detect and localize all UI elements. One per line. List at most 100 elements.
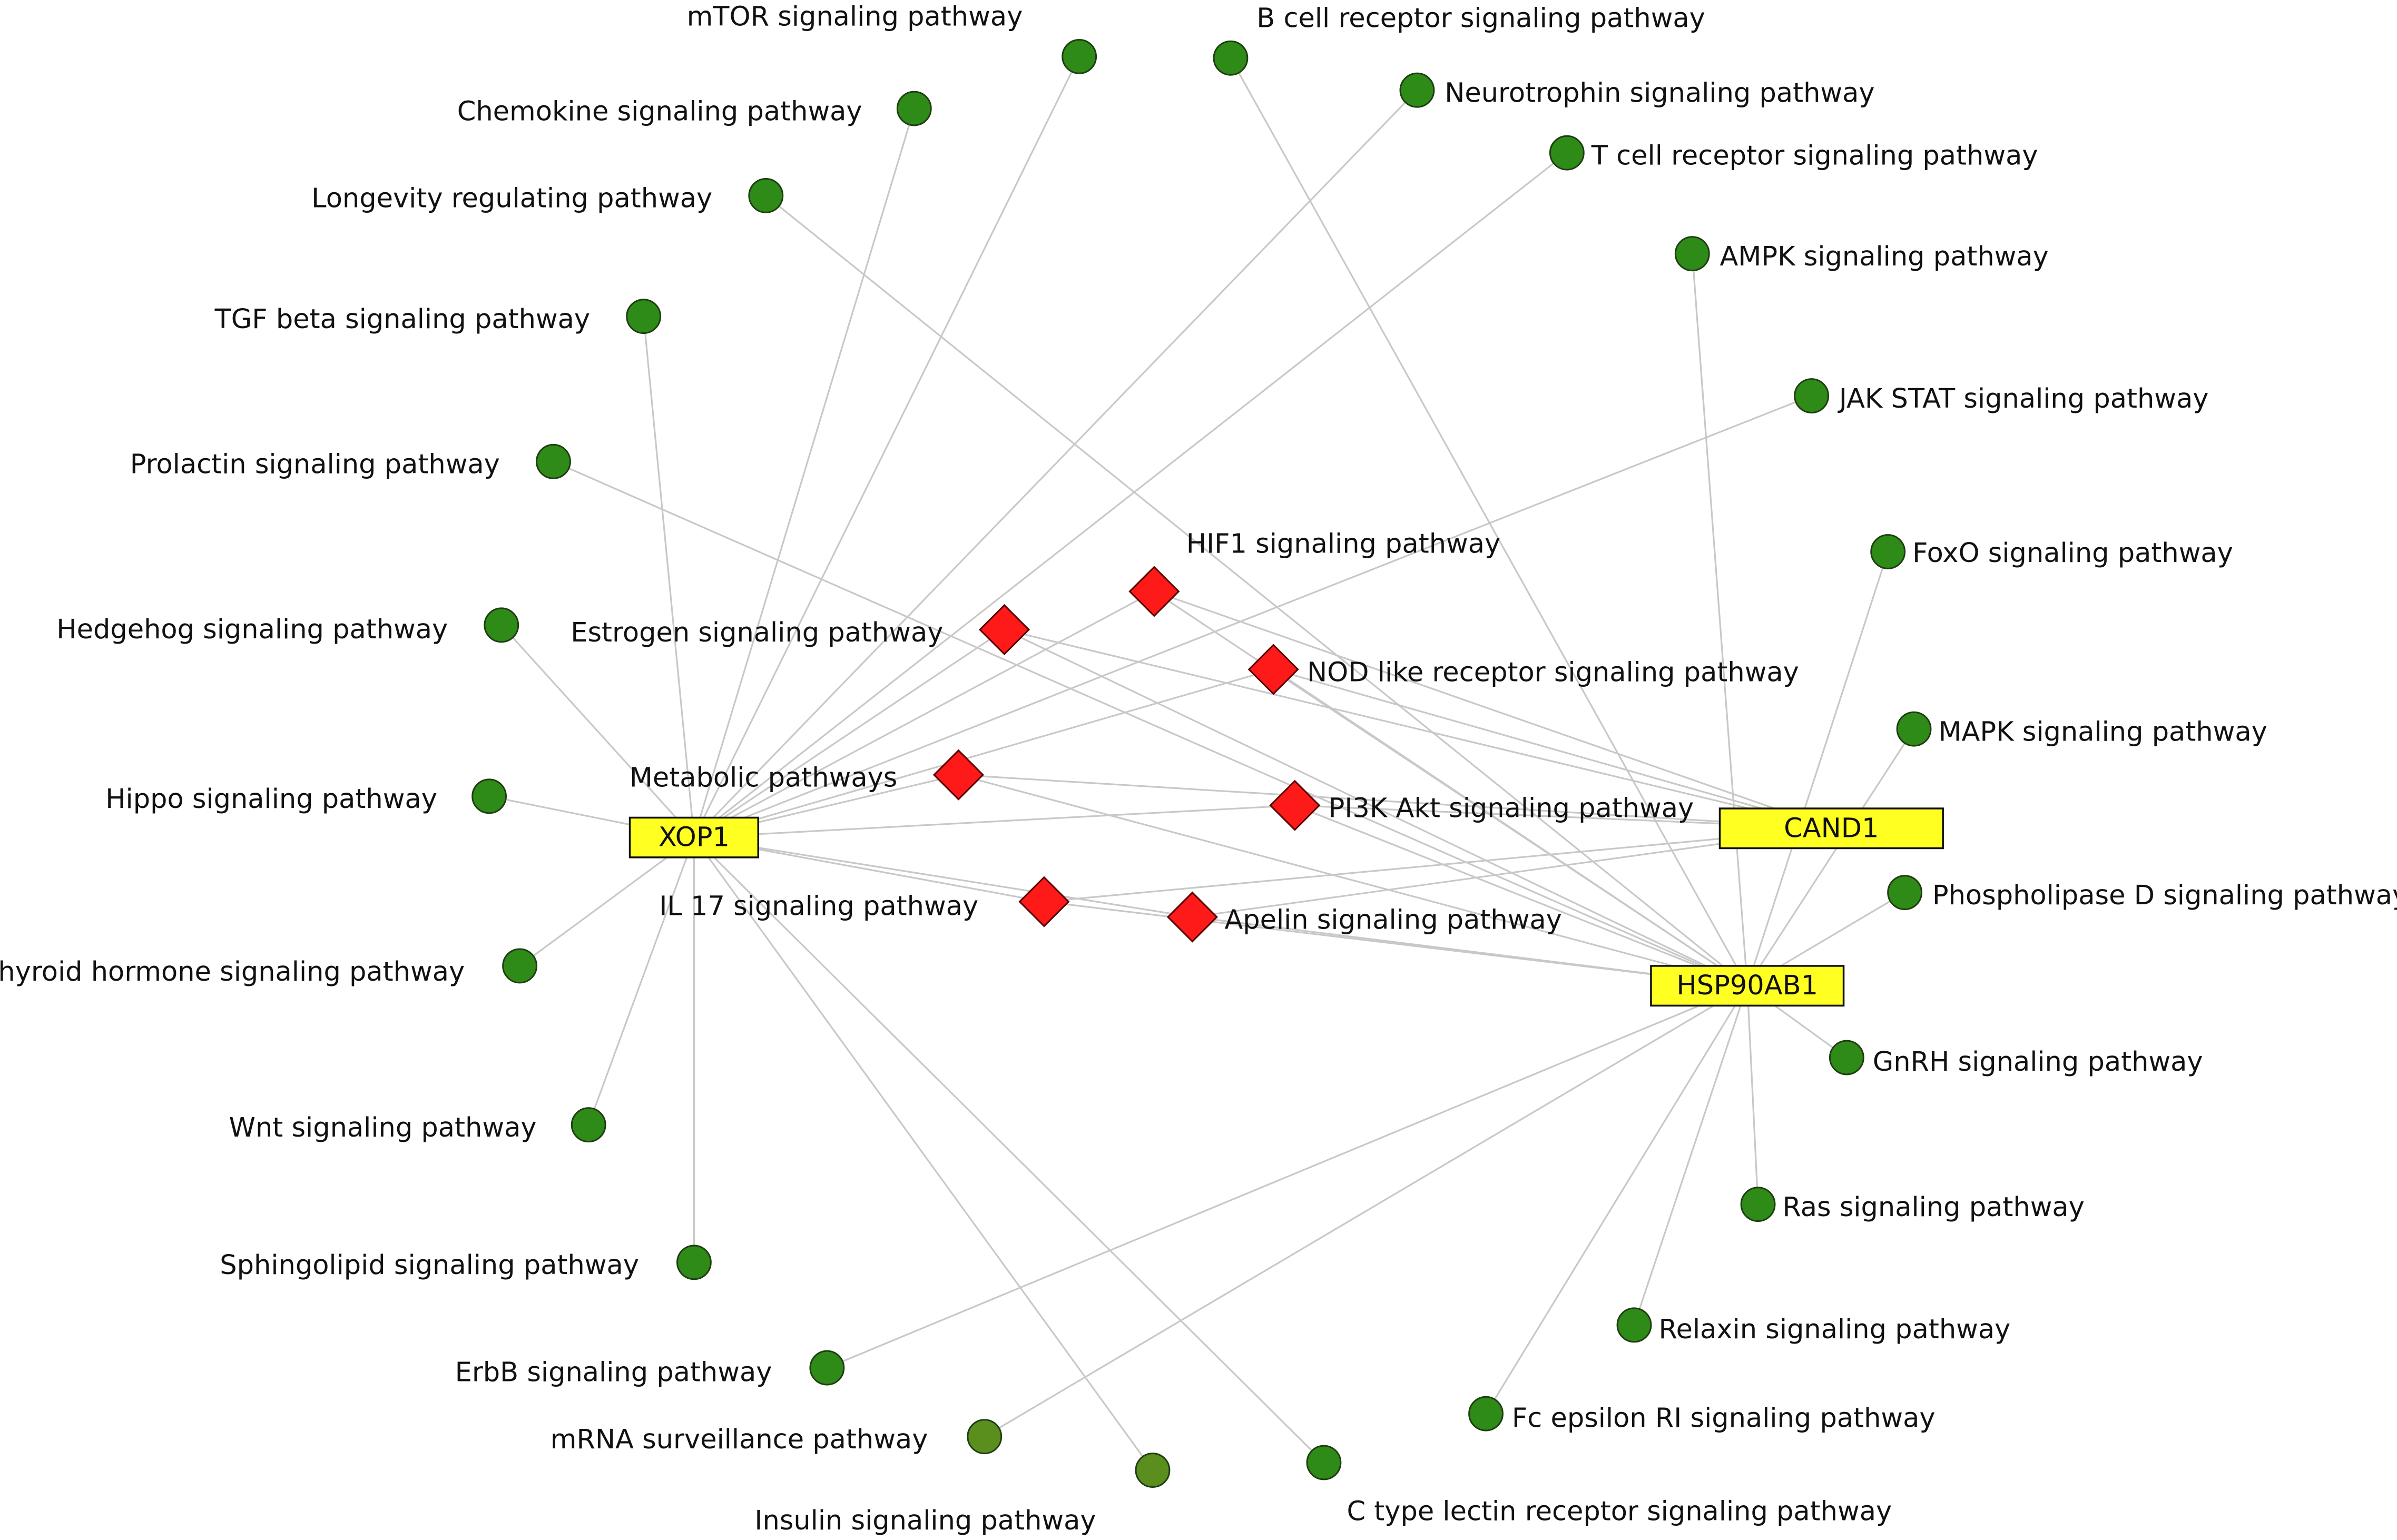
pathway-label-fceri: Fc epsilon RI signaling pathway [1512,1403,1936,1434]
edge-thyroid-xop1 [519,836,695,967]
gene-node-hsp90ab1[interactable] [1650,965,1845,1007]
gene-label-cand1: CAND1 [1784,813,1879,844]
pathway-node-hippo[interactable] [471,778,507,814]
pathway-node-mapk[interactable] [1896,711,1932,747]
pathway-label-longevity: Longevity regulating pathway [311,183,712,214]
pathway-node-ctlr[interactable] [1306,1445,1342,1480]
pathway-node-gnrh[interactable] [1829,1040,1864,1075]
pathway-label-relaxin: Relaxin signaling pathway [1658,1314,2010,1345]
edge-ras-hsp90ab1 [1746,985,1759,1205]
pathway-label-sphingolipid: Sphingolipid signaling pathway [220,1250,639,1281]
pathway-node-sphingolipid[interactable] [676,1245,712,1280]
pathway-node-neurotrophin[interactable] [1399,72,1435,108]
pathway-label-tgfbeta: TGF beta signaling pathway [214,304,590,335]
pathway-node-insulin[interactable] [1135,1453,1171,1488]
shared-pathway-label-metabolic: Metabolic pathways [630,763,897,794]
gene-label-xop1: XOP1 [659,822,730,853]
pathway-node-longevity[interactable] [748,178,784,213]
pathway-node-mrna[interactable] [967,1419,1003,1455]
gene-node-xop1[interactable] [628,816,760,858]
shared-pathway-node-pi3k[interactable] [1269,779,1321,831]
pathway-node-bcr[interactable] [1213,40,1249,76]
shared-pathway-node-estrogen[interactable] [978,604,1030,656]
pathway-node-tgfbeta[interactable] [626,299,662,334]
edge-insulin-xop1 [693,837,1154,1471]
pathway-node-relaxin[interactable] [1616,1307,1652,1343]
pathway-label-hippo: Hippo signaling pathway [105,784,437,815]
edge-mapk-hsp90ab1 [1746,728,1915,986]
edge-apelin-xop1 [694,836,1193,918]
pathway-node-pld[interactable] [1887,875,1923,911]
shared-pathway-label-apelin: Apelin signaling pathway [1224,904,1562,935]
edge-fceri-hsp90ab1 [1485,985,1748,1414]
shared-pathway-node-metabolic[interactable] [932,749,984,801]
pathway-node-wnt[interactable] [571,1107,606,1143]
edge-hedgehog-xop1 [500,624,695,838]
pathway-node-tcr[interactable] [1549,135,1585,171]
pathway-node-mtor[interactable] [1062,38,1097,74]
edge-il17-cand1 [1044,827,1832,903]
pathway-label-gnrh: GnRH signaling pathway [1873,1047,2203,1078]
edge-nod-cand1 [1273,668,1832,830]
gene-node-cand1[interactable] [1718,807,1944,850]
edge-erbb-hsp90ab1 [827,985,1748,1369]
pathway-label-mtor: mTOR signaling pathway [687,1,1023,32]
pathway-label-neurotrophin: Neurotrophin signaling pathway [1445,78,1874,109]
edge-ampk-hsp90ab1 [1691,253,1748,986]
edge-foxo-hsp90ab1 [1746,551,1889,986]
pathway-node-hedgehog[interactable] [484,607,519,643]
shared-pathway-node-nod[interactable] [1247,644,1299,695]
edge-tcr-xop1 [693,152,1568,838]
pathway-label-chemokine: Chemokine signaling pathway [457,96,862,127]
edge-mtor-xop1 [693,56,1080,838]
edge-longevity-hsp90ab1 [765,195,1748,986]
pathway-node-jakstat[interactable] [1794,378,1830,413]
shared-pathway-label-nod: NOD like receptor signaling pathway [1307,657,1799,688]
shared-pathway-node-il17[interactable] [1018,876,1070,927]
pathway-label-jakstat: JAK STAT signaling pathway [1838,383,2209,414]
shared-pathway-label-il17: IL 17 signaling pathway [659,891,978,922]
edge-tgfbeta-xop1 [643,316,695,838]
pathway-label-foxo: FoxO signaling pathway [1912,538,2233,569]
edge-nod-xop1 [693,668,1274,838]
pathway-label-thyroid: Thyroid hormone signaling pathway [0,956,465,988]
pathway-label-tcr: T cell receptor signaling pathway [1591,140,2038,171]
edge-bcr-hsp90ab1 [1230,57,1748,986]
edge-ctlr-xop1 [693,837,1325,1464]
edge-pi3k-xop1 [694,804,1295,838]
pathway-node-thyroid[interactable] [502,948,538,984]
edge-chemokine-xop1 [693,108,915,838]
gene-label-hsp90ab1: HSP90AB1 [1676,970,1818,1001]
pathway-label-pld: Phospholipase D signaling pathway [1932,880,2397,911]
edge-metabolic-hsp90ab1 [958,774,1748,987]
edge-jakstat-xop1 [693,395,1812,838]
shared-pathway-node-hif1[interactable] [1128,566,1180,617]
pathway-label-wnt: Wnt signaling pathway [229,1112,537,1143]
pathway-label-ctlr: C type lectin receptor signaling pathway [1347,1496,1892,1527]
pathway-label-ras: Ras signaling pathway [1782,1192,2084,1223]
edge-hif1-xop1 [693,590,1155,838]
edge-metabolic-cand1 [958,774,1832,830]
pathway-node-ras[interactable] [1740,1187,1776,1222]
edge-nod-hsp90ab1 [1273,668,1748,986]
edge-pi3k-hsp90ab1 [1294,804,1748,987]
edge-prolactin-hsp90ab1 [553,460,1748,987]
pathway-node-chemokine[interactable] [896,91,932,126]
edge-estrogen-cand1 [1004,628,1832,830]
pathway-node-ampk[interactable] [1674,236,1710,272]
edge-estrogen-hsp90ab1 [1004,629,1748,987]
pathway-label-mrna: mRNA surveillance pathway [551,1424,928,1455]
edge-estrogen-xop1 [693,629,1005,838]
edge-mrna-hsp90ab1 [984,985,1748,1438]
pathway-node-foxo[interactable] [1870,534,1906,569]
edge-neurotrophin-xop1 [693,90,1418,838]
pathway-label-prolactin: Prolactin signaling pathway [130,449,500,480]
pathway-label-mapk: MAPK signaling pathway [1938,716,2267,747]
shared-pathway-node-apelin[interactable] [1166,891,1218,943]
pathway-node-fceri[interactable] [1468,1396,1504,1432]
pathway-label-bcr: B cell receptor signaling pathway [1256,3,1705,34]
pathway-node-prolactin[interactable] [536,443,571,479]
pathway-node-erbb[interactable] [809,1350,845,1386]
pathway-label-hedgehog: Hedgehog signaling pathway [56,614,448,645]
